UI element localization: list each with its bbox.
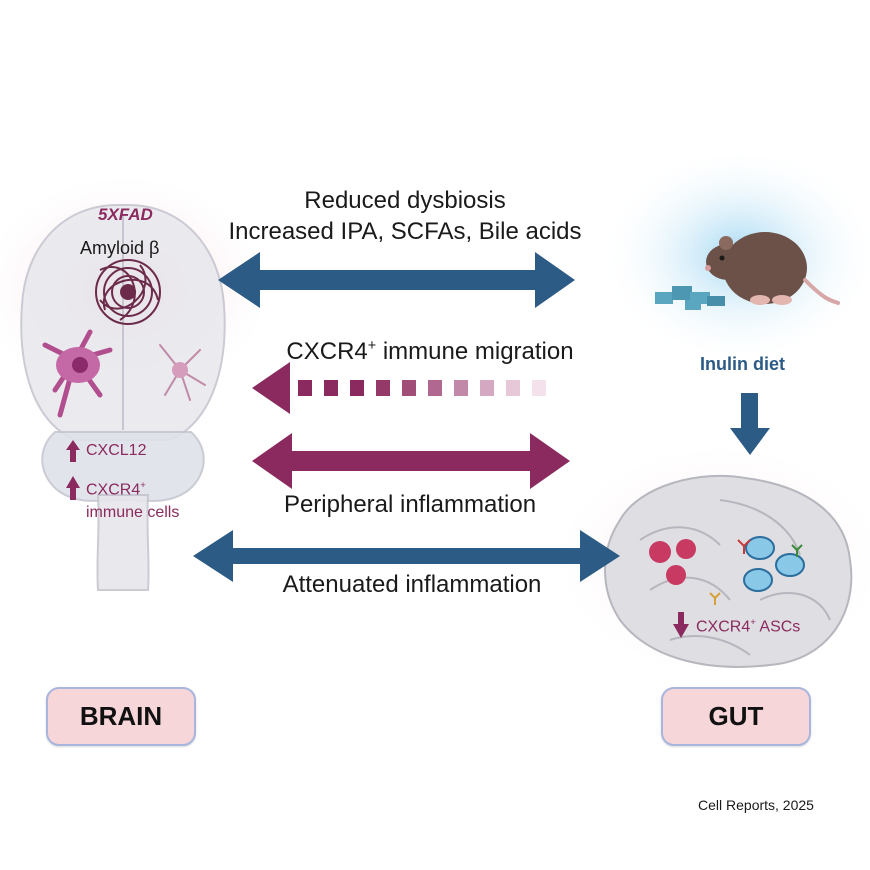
citation: Cell Reports, 2025: [698, 797, 814, 813]
brain-model-label: 5XFAD: [98, 205, 153, 224]
arrow-attenuated: [193, 530, 620, 582]
cxcr4-cells-label: CXCR4+: [86, 480, 146, 499]
arrow-inulin-down: [730, 393, 770, 455]
brain-label: BRAIN: [79, 701, 163, 731]
migration-sup: +: [367, 338, 377, 354]
ascs-label: CXCR4+ ASCs: [696, 617, 800, 636]
ascs-sup: +: [750, 617, 756, 628]
migration-label: CXCR4+ immune migration: [286, 332, 573, 366]
inulin-diet-label: Inulin diet: [700, 354, 785, 374]
down-arrow-ascs-icon: [673, 612, 689, 638]
brain-illustration: [20, 204, 226, 591]
brain-label-box: BRAIN: [46, 687, 196, 746]
gut-label: GUT: [708, 701, 764, 731]
arrow-migration: [252, 362, 546, 414]
gut-illustration: [604, 474, 853, 668]
mouse-illustration: [655, 232, 840, 310]
dysbiosis-label: Reduced dysbiosis: [304, 187, 506, 214]
arrow-dysbiosis: [218, 252, 575, 308]
up-arrow-cxcr4-icon: [66, 476, 80, 500]
peripheral-label: Peripheral inflammation: [283, 491, 537, 518]
cxcr4-cells-prefix: CXCR4: [86, 481, 141, 499]
cxcr4-cells-sup: +: [140, 480, 146, 491]
amyloid-label: Amyloid β: [80, 238, 160, 258]
migration-prefix: CXCR4: [286, 338, 368, 365]
metabolites-label: Increased IPA, SCFAs, Bile acids: [228, 218, 582, 245]
cxcl12-label: CXCL12: [86, 442, 147, 459]
ascs-suffix: ASCs: [755, 618, 801, 636]
attenuated-label: Attenuated inflammation: [282, 571, 542, 598]
up-arrow-cxcl12-icon: [66, 440, 80, 462]
ascs-prefix: CXCR4: [696, 618, 751, 636]
gut-label-box: GUT: [661, 687, 811, 746]
arrow-peripheral: [252, 433, 570, 489]
immune-cells-label: immune cells: [86, 504, 180, 521]
migration-suffix: immune migration: [376, 338, 574, 365]
